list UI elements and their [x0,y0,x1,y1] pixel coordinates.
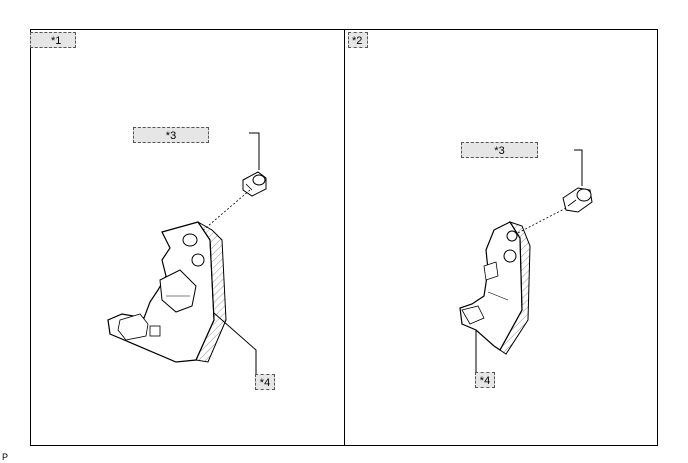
view-label-left: *1 [30,32,76,48]
part-label-right-3: *3 [461,142,538,158]
left-panel-bracket-part [107,221,227,363]
right-panel-bracket-part [459,221,531,355]
view-label-right: *2 [348,32,368,48]
panel-divider [344,29,345,446]
left-leader-line-4 [213,312,257,376]
left-switch-part [242,171,267,197]
part-label-right-4: *4 [475,372,495,388]
left-leader-line-3 [249,132,260,170]
part-label-left-4: *4 [255,374,275,390]
right-leader-line-3 [574,149,583,186]
right-switch-part [562,187,593,213]
figure-ref-code: P [2,452,9,462]
part-label-left-3: *3 [133,127,209,143]
